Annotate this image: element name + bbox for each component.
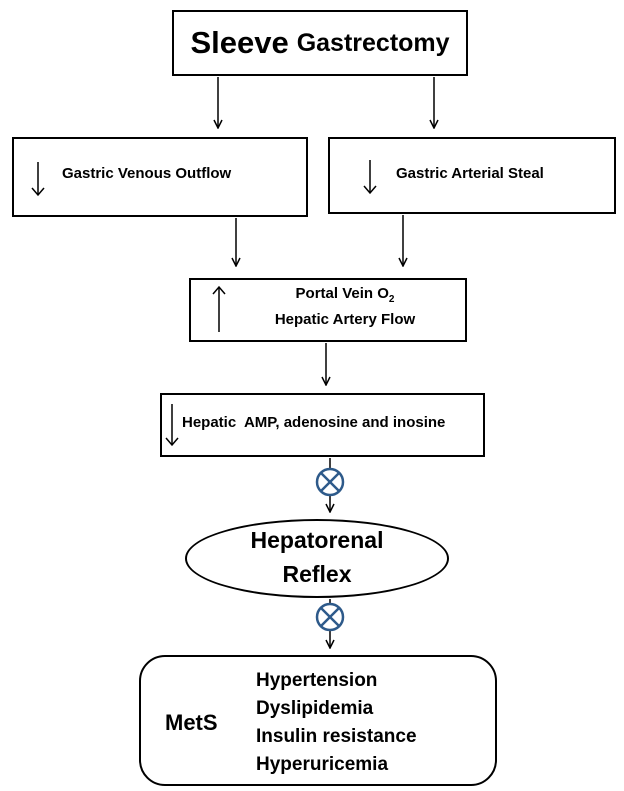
down-arrow-icon — [165, 404, 179, 447]
gastrectomy-word: Gastrectomy — [296, 28, 450, 57]
list-item: Insulin resistance — [256, 726, 417, 747]
reflex-line: Reflex — [282, 561, 352, 587]
list-item: Dyslipidemia — [256, 698, 374, 719]
up-arrow-icon — [212, 285, 226, 332]
down-arrow-icon — [31, 162, 45, 197]
gastric-arterial-steal-box — [328, 137, 616, 214]
hepatic-amp-label: Hepatic AMP, adenosine and inosine — [182, 414, 446, 431]
hepatic-artery-line: Hepatic Artery Flow — [274, 311, 416, 328]
o2-subscript: 2 — [388, 294, 395, 305]
sleeve-gastrectomy-label: Sleeve Gastrectomy — [172, 10, 468, 76]
portal-vein-label: Portal Vein O2 Hepatic Artery Flow — [255, 284, 435, 330]
hepatorenal-line: Hepatorenal — [250, 527, 384, 553]
list-item: Hypertension — [256, 670, 378, 691]
mets-label: MetS — [165, 710, 218, 735]
hepatorenal-reflex-label: Hepatorenal Reflex — [185, 523, 449, 591]
mets-condition-list: Hypertension Dyslipidemia Insulin resist… — [256, 667, 417, 779]
portal-vein-box — [189, 278, 467, 342]
sleeve-gastrectomy-box — [172, 10, 468, 76]
list-item: Hyperuricemia — [256, 754, 389, 775]
hepatorenal-reflex-ellipse — [185, 519, 449, 598]
gastric-venous-outflow-box — [12, 137, 308, 217]
gastric-venous-outflow-label: Gastric Venous Outflow — [62, 165, 232, 182]
sleeve-word: Sleeve — [190, 25, 289, 60]
inhibit-symbol-1 — [315, 467, 345, 497]
inhibit-symbol-2 — [315, 602, 345, 632]
portal-vein-line: Portal Vein O2 — [295, 285, 395, 305]
hepatic-amp-box — [160, 393, 485, 457]
gastric-arterial-steal-label: Gastric Arterial Steal — [396, 165, 544, 182]
down-arrow-icon — [363, 160, 377, 195]
mets-box — [139, 655, 497, 786]
